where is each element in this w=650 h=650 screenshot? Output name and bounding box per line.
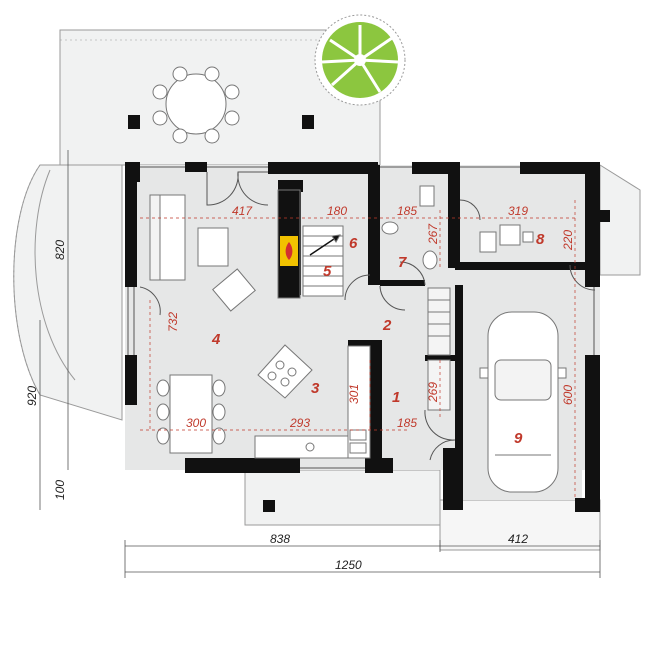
dim-267: 267 [426, 223, 440, 245]
terrace-table [152, 66, 240, 144]
sofa-icon [149, 194, 186, 281]
room-labels: 1 2 3 4 5 6 7 8 9 [211, 231, 545, 447]
room-4: 4 [211, 331, 221, 348]
room-2: 2 [382, 317, 392, 334]
dim-269: 269 [426, 382, 440, 403]
dim-732: 732 [166, 312, 180, 332]
outer-dimension-lines [39, 150, 601, 578]
dim-293: 293 [289, 416, 310, 430]
dim-838: 838 [270, 532, 290, 546]
tree-icon [314, 14, 406, 106]
dim-300: 300 [186, 416, 206, 430]
dim-820: 820 [53, 240, 67, 260]
sink-icon [305, 429, 367, 454]
dim-180: 180 [327, 204, 347, 218]
toilet-icon [381, 185, 438, 270]
room-1: 1 [392, 389, 400, 406]
dim-185-bottom: 185 [397, 416, 417, 430]
room-6: 6 [349, 235, 358, 252]
room-7: 7 [398, 254, 407, 271]
dimension-labels: 417 180 185 319 267 220 732 300 293 301 … [25, 204, 575, 572]
dim-600: 600 [561, 385, 575, 405]
furniture [149, 66, 567, 493]
coffee-table [197, 227, 229, 267]
front-terrace [244, 469, 441, 526]
dim-1250: 1250 [335, 558, 362, 572]
room-8: 8 [536, 231, 545, 248]
room-3: 3 [311, 380, 320, 397]
fireplace-icon [277, 189, 301, 299]
stairs-icon [302, 225, 344, 297]
dim-319: 319 [508, 204, 528, 218]
curved-terrace-inner [34, 169, 76, 381]
car-icon [479, 311, 567, 493]
room-5: 5 [323, 263, 332, 280]
curved-terrace-edge [13, 164, 41, 396]
dim-417: 417 [232, 204, 253, 218]
cooktop-icon [257, 344, 313, 399]
dimension-lines [140, 200, 578, 500]
dim-100: 100 [53, 480, 67, 500]
dim-301: 301 [347, 384, 361, 404]
dining-table-icon [156, 374, 226, 454]
posts [128, 115, 610, 512]
room-9: 9 [514, 430, 523, 447]
dim-412: 412 [508, 532, 528, 546]
armchair [212, 268, 256, 312]
openings [127, 166, 596, 469]
dim-920: 920 [25, 386, 39, 406]
dim-185-top: 185 [397, 204, 417, 218]
terrace-outlines [13, 29, 641, 551]
dim-220: 220 [561, 230, 575, 251]
